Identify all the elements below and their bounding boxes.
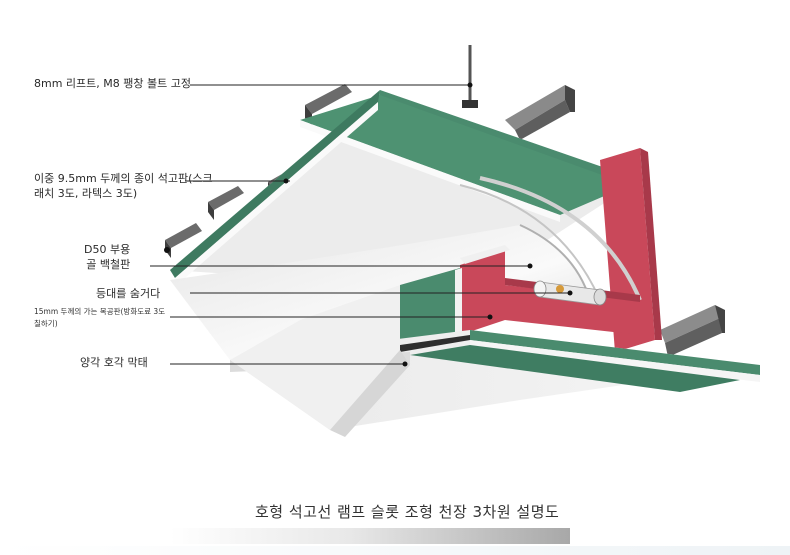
label-bolt-fixing: 8mm 리프트, M8 팽창 볼트 고정 — [34, 77, 191, 90]
slot-front-wall — [230, 285, 410, 437]
label-keel-line1: D50 부용 — [84, 243, 131, 256]
diagram-caption: 호형 석고선 램프 슬롯 조형 천장 3차원 설명도 — [255, 503, 560, 521]
leader-lines — [150, 84, 570, 365]
label-hidden-light: 등대를 숨거다 — [96, 287, 161, 300]
steel-channel-right-top — [505, 85, 575, 140]
label-corner-bead: 양각 호각 막태 — [80, 356, 148, 369]
hanging-rod — [462, 45, 478, 108]
label-keel-line2: 골 백철판 — [86, 258, 131, 271]
label-wood-board: 15mm 두께의 가는 목공판(방화도료 3도 칠하기) — [34, 307, 166, 328]
steel-channel-right-bottom — [660, 305, 725, 357]
caption-gradient-bar — [170, 528, 570, 544]
leader-dots — [164, 82, 573, 367]
label-gypsum-board: 이중 9.5mm 두께의 종이 석고판(스크래치 3도, 라텍스 3도) — [34, 172, 213, 200]
label-keel: D50 부용 골 백철판 — [84, 242, 130, 272]
bottom-strip — [0, 546, 790, 555]
